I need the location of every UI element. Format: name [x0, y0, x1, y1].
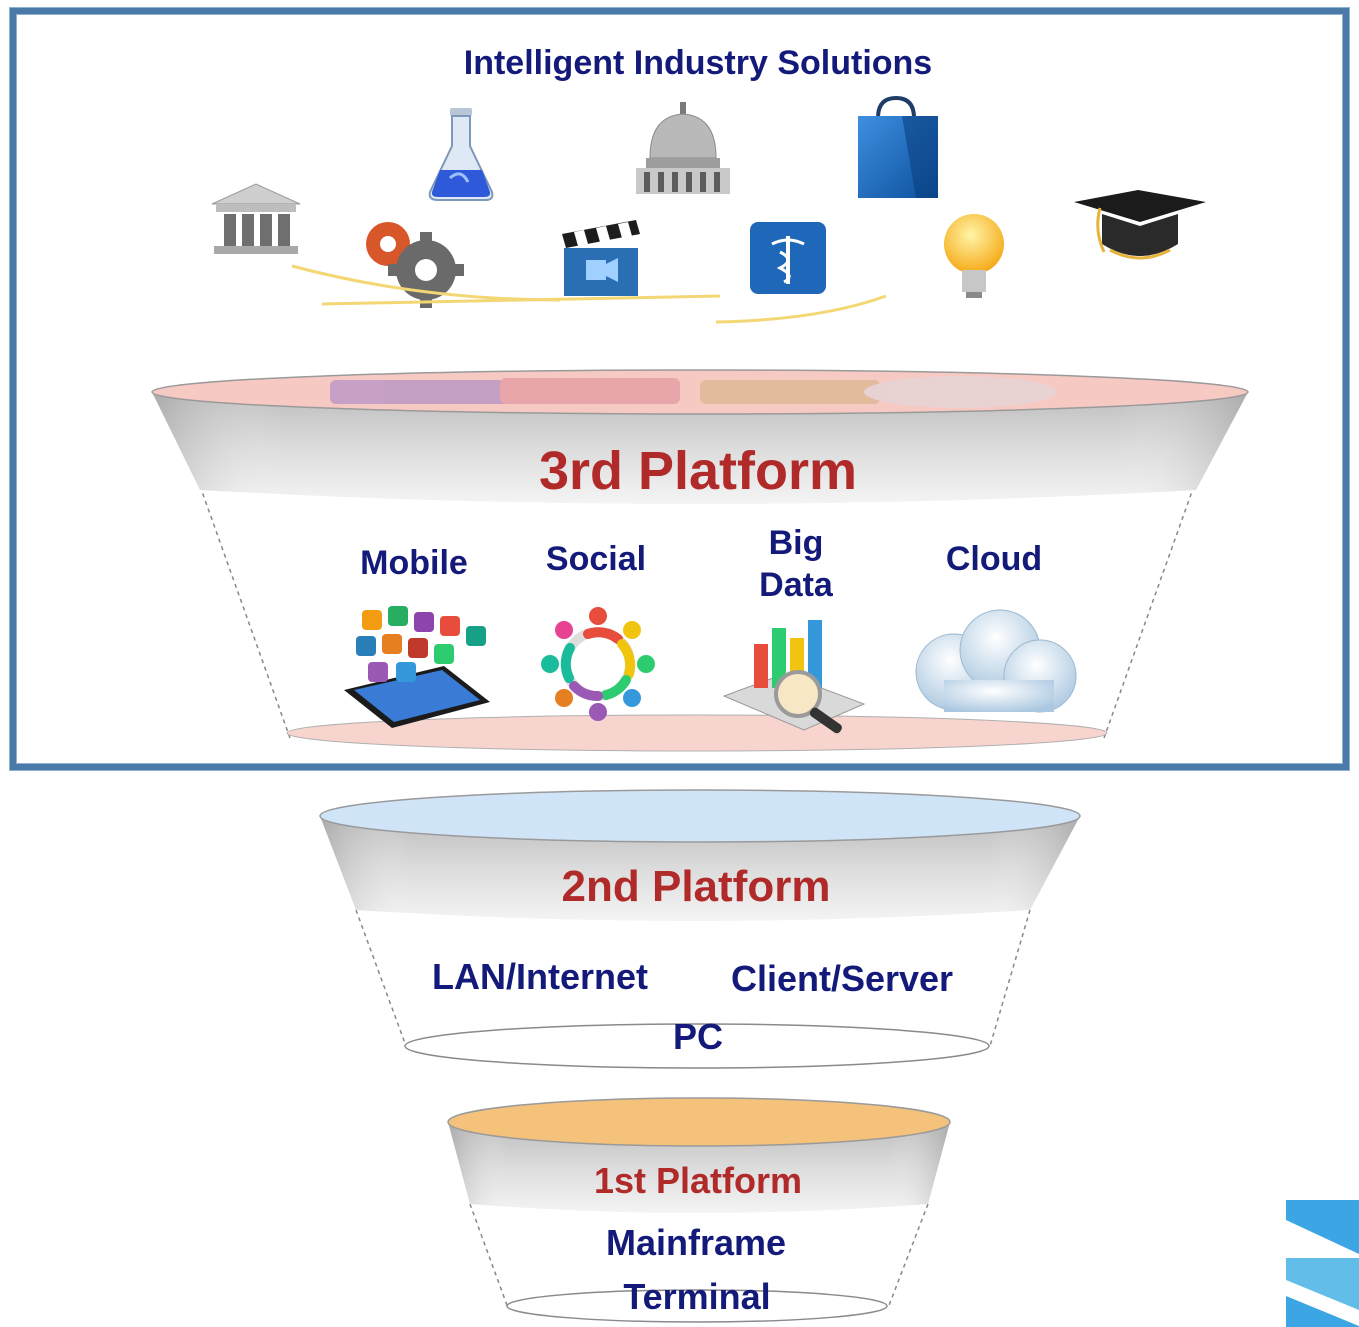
lightbulb-icon	[944, 214, 1004, 298]
first-item-terminal: Terminal	[623, 1276, 771, 1317]
pillar-label-cloud: Cloud	[945, 540, 1043, 578]
bank-icon	[211, 183, 301, 254]
people-circle-icon	[541, 607, 655, 721]
graduation-cap-icon	[1074, 190, 1206, 260]
clapperboard-icon	[562, 220, 640, 296]
first-platform-label: 1st Platform	[593, 1160, 803, 1201]
second-platform-label: 2nd Platform	[561, 862, 831, 911]
shopping-bag-icon	[858, 95, 938, 198]
flask-icon	[428, 108, 494, 201]
pillar-label-big: Big	[768, 524, 824, 562]
pillar-label-data: Data	[759, 566, 833, 604]
chart-magnifier-icon	[722, 620, 866, 734]
first-platform-funnel	[447, 1097, 951, 1323]
capitol-dome-icon	[636, 102, 730, 194]
pillar-label-mobile: Mobile	[360, 544, 468, 582]
third-platform-label: 3rd Platform	[538, 441, 858, 501]
first-item-mainframe: Mainframe	[605, 1222, 787, 1263]
second-item-client-server: Client/Server	[730, 958, 954, 999]
cloud-icon	[915, 609, 1077, 713]
second-platform-funnel	[319, 789, 1081, 1069]
third-platform-funnel	[151, 369, 1249, 752]
decorative-corner-stripes	[1286, 1200, 1359, 1327]
pillar-label-social: Social	[545, 540, 647, 578]
medical-caduceus-icon	[750, 222, 826, 294]
third-platform-frame	[10, 8, 1349, 770]
gears-icon	[366, 222, 464, 308]
page-title: Intelligent Industry Solutions	[463, 44, 933, 82]
tablet-apps-icon	[344, 606, 490, 728]
second-item-pc: PC	[672, 1016, 724, 1057]
decorative-swooshes	[291, 264, 887, 324]
second-item-lan-internet: LAN/Internet	[432, 956, 648, 997]
